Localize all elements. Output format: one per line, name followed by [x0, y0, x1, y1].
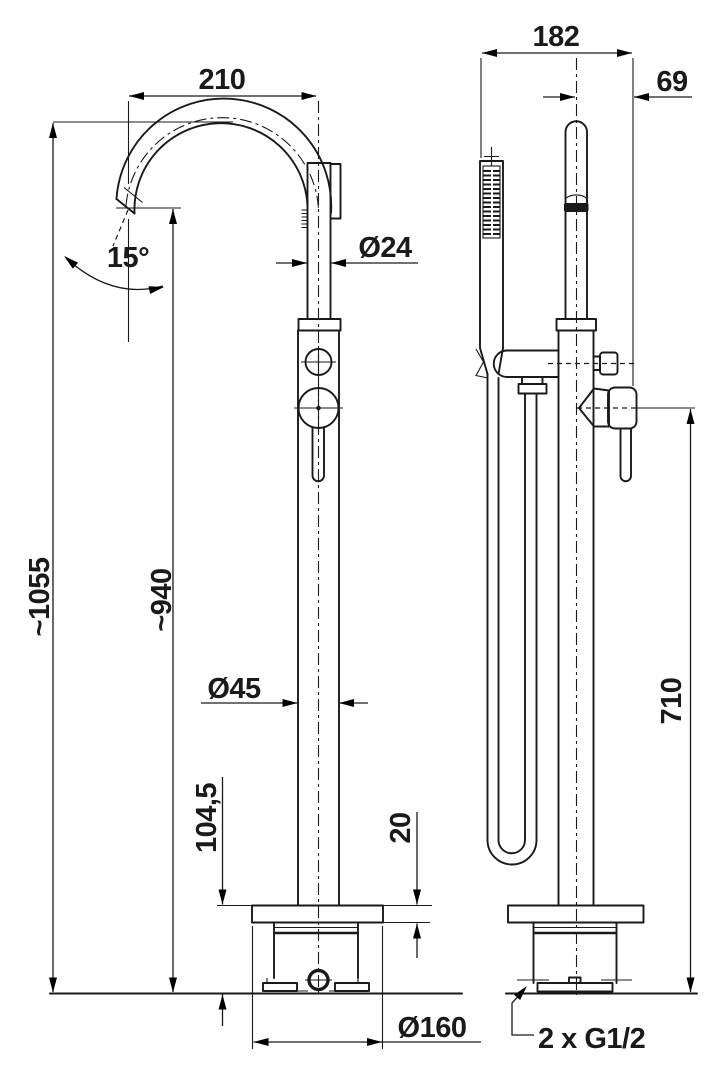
- shower-holder-arm: [492, 349, 560, 395]
- dimension-column-diameter: Ø45: [201, 673, 368, 707]
- mixer-lever-front: [294, 384, 343, 483]
- dimension-spout-diameter-label: Ø24: [358, 232, 412, 264]
- dimension-connections: 2 x G1/2: [511, 983, 646, 1055]
- dimension-handle-offset-label: 69: [656, 66, 688, 98]
- dimension-shower-offset-label: 182: [533, 21, 580, 53]
- dimension-shower-offset: 182: [480, 21, 634, 386]
- dimension-plate-thickness: 20: [383, 812, 432, 958]
- dimension-plate-thickness-label: 20: [385, 812, 417, 843]
- dimension-overall-height: ~1055: [24, 121, 233, 993]
- diverter-knob-front: [301, 346, 336, 378]
- dimension-base-diameter: Ø160: [251, 926, 481, 1049]
- front-view: [115, 97, 384, 995]
- dimension-spout-height-label: ~940: [146, 568, 178, 631]
- hand-shower: [475, 147, 504, 379]
- dimension-spout-reach-label: 210: [199, 64, 246, 96]
- spout-riser-sleeve: [301, 162, 342, 320]
- diverter-knob-side: [548, 351, 634, 376]
- dimension-handle-height-label: 710: [656, 678, 688, 725]
- shower-riser-pipe: [564, 58, 589, 995]
- dimension-spout-angle: 15°: [61, 209, 165, 295]
- dimension-base-diameter-label: Ø160: [398, 1012, 467, 1044]
- dimension-handle-height: 710: [577, 407, 695, 993]
- base-plate-side: [507, 904, 645, 993]
- gooseneck-spout: [115, 97, 333, 215]
- dimension-base-height-label: 104,5: [191, 783, 223, 853]
- dimension-connections-label: 2 x G1/2: [538, 1023, 645, 1055]
- side-view: [475, 58, 645, 995]
- dimension-spout-reach: 210: [127, 64, 317, 342]
- dimension-spout-height: ~940: [116, 207, 181, 993]
- mixer-column-front: [297, 101, 342, 995]
- lever-handle-side: [578, 386, 638, 483]
- dimension-base-height: 104,5: [191, 777, 252, 1026]
- dimension-handle-offset: 69: [543, 66, 692, 101]
- base-plate-front: [251, 904, 384, 992]
- dimension-column-diameter-label: Ø45: [207, 673, 261, 705]
- dimension-spout-diameter: Ø24: [276, 232, 418, 267]
- shower-hose: [486, 373, 538, 866]
- dimension-spout-angle-label: 15°: [107, 242, 149, 274]
- dimension-overall-height-label: ~1055: [24, 557, 56, 636]
